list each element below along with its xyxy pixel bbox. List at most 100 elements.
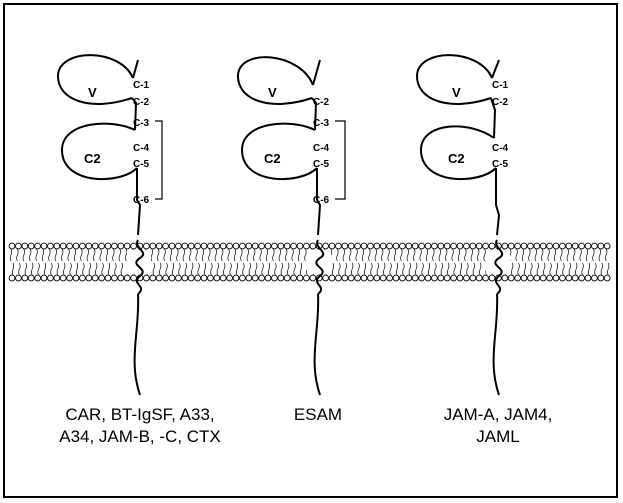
lipid-tail — [573, 249, 575, 261]
lipid-head — [521, 243, 527, 249]
lipid-head — [572, 275, 578, 281]
lipid-tail — [607, 263, 609, 275]
lipid-head — [54, 275, 60, 281]
lipid-head — [182, 243, 188, 249]
lipid-head — [540, 243, 546, 249]
lipid-tail — [467, 263, 469, 275]
caption-line: CAR, BT-IgSF, A33, — [40, 404, 240, 426]
lipid-tail — [38, 263, 40, 275]
lipid-head — [105, 243, 111, 249]
lipid-head — [438, 275, 444, 281]
lipid-tail — [153, 263, 155, 275]
lipid-tail — [172, 263, 174, 275]
lipid-tail — [95, 263, 97, 275]
lipid-tail — [273, 249, 275, 261]
lipid-head — [214, 243, 220, 249]
lipid-head — [131, 243, 137, 249]
lipid-head — [92, 275, 98, 281]
lipid-head — [265, 275, 271, 281]
lipid-tail — [345, 263, 347, 275]
lipid-tail — [454, 263, 456, 275]
cytoplasmic-tail — [315, 294, 320, 395]
lipid-head — [60, 275, 66, 281]
lipid-tail — [529, 249, 531, 261]
cysteine-label: C-5 — [313, 159, 330, 170]
lipid-tail — [524, 263, 526, 275]
lipid-head — [457, 243, 463, 249]
lipid-head — [220, 243, 226, 249]
lipid-head — [419, 243, 425, 249]
lipid-head — [412, 275, 418, 281]
lipid-head — [259, 275, 265, 281]
lipid-head — [9, 243, 15, 249]
lipid-tail — [189, 249, 191, 261]
lipid-head — [16, 275, 22, 281]
lipid-tail — [358, 263, 360, 275]
lipid-head — [278, 275, 284, 281]
lipid-head — [220, 275, 226, 281]
lipid-head — [438, 243, 444, 249]
lipid-head — [169, 275, 175, 281]
lipid-tail — [541, 249, 543, 261]
lipid-tail — [394, 249, 396, 261]
lipid-head — [393, 243, 399, 249]
lipid-head — [348, 275, 354, 281]
lipid-tail — [49, 249, 51, 261]
lipid-tail — [12, 263, 14, 275]
lipid-tail — [447, 263, 449, 275]
lipid-head — [284, 275, 290, 281]
cysteine-label: C-5 — [492, 159, 509, 170]
lipid-tail — [223, 263, 225, 275]
lipid-tail — [426, 249, 428, 261]
lipid-tail — [221, 249, 223, 261]
lipid-tail — [36, 249, 38, 261]
cysteine-label: C-4 — [492, 143, 509, 154]
lipid-head — [278, 243, 284, 249]
lipid-head — [233, 243, 239, 249]
lipid-tail — [179, 263, 181, 275]
lipid-head — [22, 275, 28, 281]
lipid-tail — [531, 263, 533, 275]
lipid-head — [464, 243, 470, 249]
lipid-tail — [89, 263, 91, 275]
lipid-tail — [441, 263, 443, 275]
disulfide-bracket — [155, 121, 162, 199]
lipid-head — [489, 275, 495, 281]
lipid-head — [534, 243, 540, 249]
lipid-head — [406, 243, 412, 249]
lipid-tail — [388, 249, 390, 261]
lipid-tail — [580, 249, 582, 261]
lipid-tail — [332, 263, 334, 275]
lipid-head — [604, 275, 610, 281]
lipid-tail — [42, 249, 44, 261]
lipid-tail — [407, 249, 409, 261]
lipid-head — [387, 243, 393, 249]
lipid-head — [291, 275, 297, 281]
lipid-tail — [337, 249, 339, 261]
lipid-head — [41, 275, 47, 281]
lipid-head — [118, 275, 124, 281]
lipid-tail — [266, 249, 268, 261]
lipid-head — [585, 275, 591, 281]
lipid-head — [112, 275, 118, 281]
lipid-tail — [25, 263, 27, 275]
lipid-head — [476, 275, 482, 281]
lipid-head — [444, 243, 450, 249]
lipid-head — [9, 275, 15, 281]
lipid-tail — [215, 249, 217, 261]
lipid-tail — [561, 249, 563, 261]
lipid-tail — [435, 263, 437, 275]
lipid-tail — [10, 249, 12, 261]
lipid-head — [227, 243, 233, 249]
lipid-tail — [381, 249, 383, 261]
lipid-head — [508, 243, 514, 249]
lipid-tail — [70, 263, 72, 275]
lipid-head — [457, 275, 463, 281]
lipid-head — [124, 243, 130, 249]
lipid-tail — [63, 263, 65, 275]
lipid-tail — [281, 263, 283, 275]
lipid-tail — [471, 249, 473, 261]
lipid-head — [451, 243, 457, 249]
lipid-tail — [196, 249, 198, 261]
lipid-head — [393, 275, 399, 281]
